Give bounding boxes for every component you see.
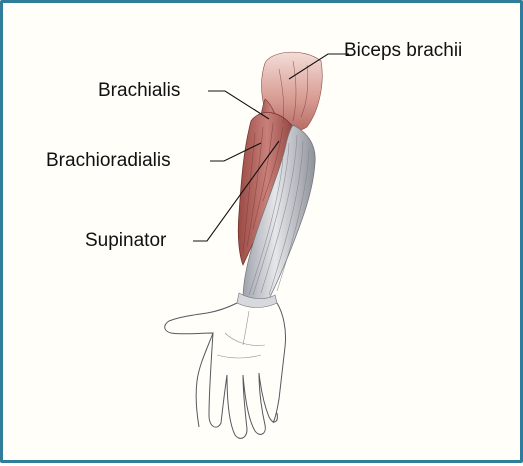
forearm-muscle-illustration: [3, 3, 523, 466]
hand-outline: [165, 303, 286, 438]
hand-creases: [217, 311, 265, 358]
label-brachioradialis: Brachioradialis: [46, 151, 171, 170]
label-biceps-brachii: Biceps brachii: [344, 41, 462, 60]
label-brachialis: Brachialis: [98, 81, 180, 100]
label-supinator: Supinator: [85, 231, 166, 250]
